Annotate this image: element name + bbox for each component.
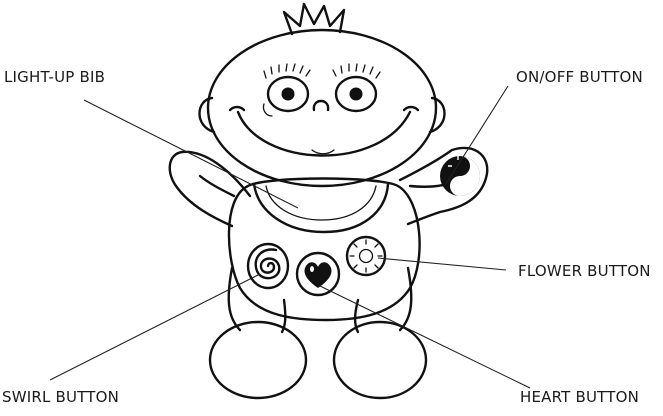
left-eye xyxy=(263,64,310,116)
toy-body xyxy=(229,179,420,321)
light-up-bib xyxy=(254,184,388,232)
flower-button[interactable] xyxy=(347,237,385,275)
label-light-up-bib: LIGHT-UP BIB xyxy=(4,68,105,86)
label-swirl-button: SWIRL BUTTON xyxy=(2,388,119,406)
swirl-button[interactable] xyxy=(248,244,288,288)
label-heart-button: HEART BUTTON xyxy=(520,388,639,406)
leader-lines xyxy=(50,86,530,388)
label-on-off-button: ON/OFF BUTTON xyxy=(516,68,643,86)
toy-head xyxy=(200,4,445,186)
toy-feet xyxy=(210,322,426,398)
heart-button[interactable] xyxy=(297,253,339,295)
right-eye xyxy=(333,64,380,111)
label-flower-button: FLOWER BUTTON xyxy=(518,262,651,280)
toy-face xyxy=(230,101,418,156)
